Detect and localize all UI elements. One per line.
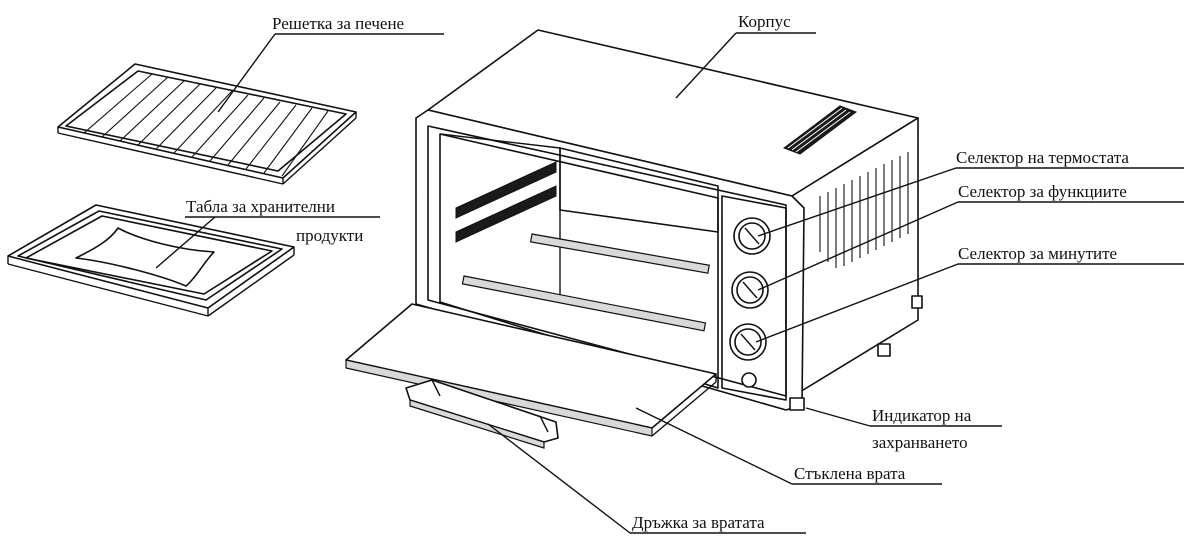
label-power-indicator-line1: Индикатор на [872, 406, 972, 425]
label-food-tray-line2: продукти [296, 226, 363, 245]
label-glass-door: Стъклена врата [794, 464, 906, 483]
food-tray [7, 204, 295, 317]
power-indicator-lamp [741, 372, 757, 388]
label-housing: Корпус [738, 12, 791, 31]
leader-lines [155, 32, 1184, 534]
oven-body [415, 29, 923, 411]
grill-rack [57, 63, 357, 185]
label-thermostat-selector: Селектор на термостата [956, 148, 1129, 167]
top-vent [782, 105, 858, 155]
function-knob [731, 271, 769, 309]
label-grill-rack: Решетка за печене [272, 14, 404, 33]
thermostat-knob [733, 217, 771, 255]
label-minutes-selector: Селектор за минутите [958, 244, 1117, 263]
label-function-selector: Селектор за функциите [958, 182, 1127, 201]
side-vent [819, 152, 909, 268]
label-power-indicator-line2: захранването [872, 433, 968, 452]
minutes-knob [729, 323, 767, 361]
label-food-tray-line1: Табла за хранителни [186, 197, 335, 216]
glass-door [345, 303, 717, 437]
door-handle [405, 379, 559, 449]
label-door-handle: Дръжка за вратата [632, 513, 765, 532]
